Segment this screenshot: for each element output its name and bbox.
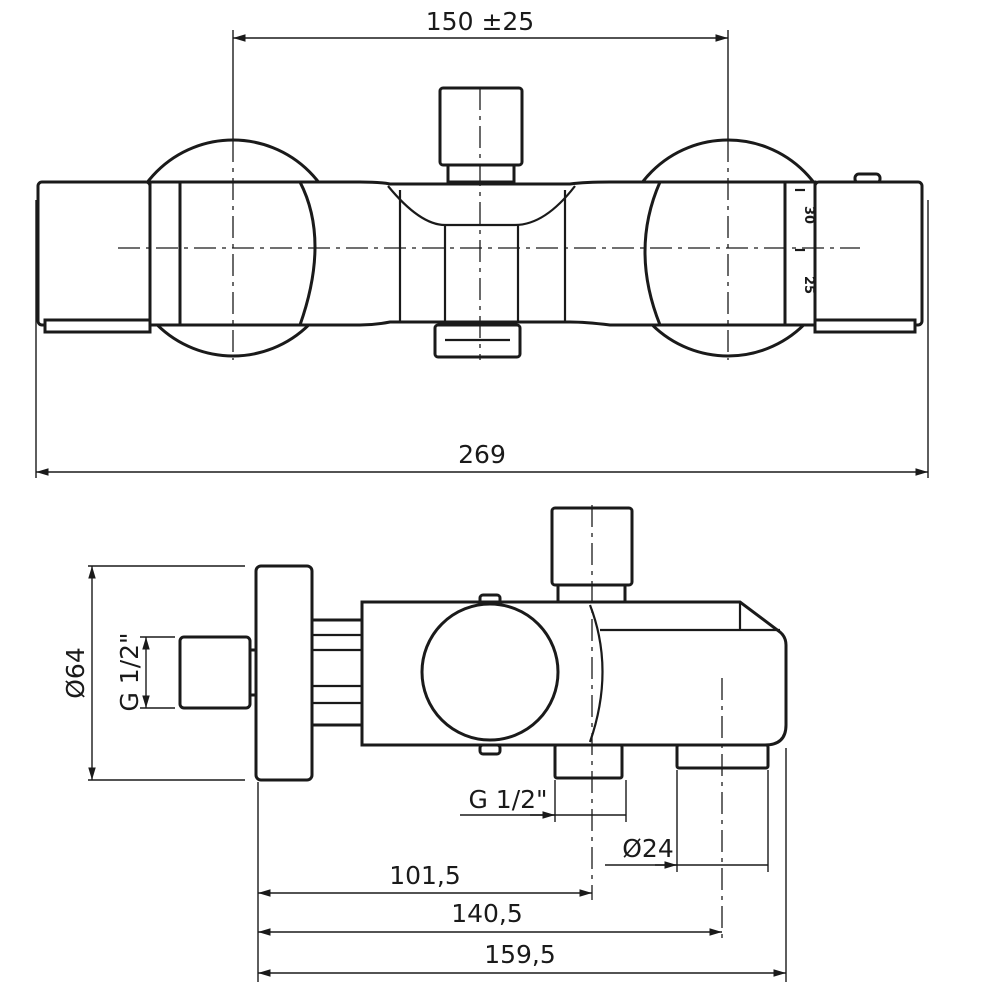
knob-nub [478,743,502,756]
dim-b-label: 140,5 [451,899,523,928]
scale-mark-25: 25 [801,276,816,294]
dim-inlet-label: G 1/2" [115,632,144,711]
thermostat-handle [813,180,924,327]
inlet-thread [178,635,252,710]
connection-nut [310,618,364,727]
bottom-outlet [553,743,624,780]
body-curve [588,604,604,743]
left-body-curve [178,180,317,327]
temperature-scale-band [783,180,817,327]
dim-outlet-thread-label: G 1/2" [468,785,547,814]
wall-flange [254,564,314,782]
dim-flange-label: Ø64 [61,647,90,699]
right-cap-base [813,318,917,334]
top-outlet [438,86,524,167]
left-collar [148,180,182,327]
scale-mark-30: 30 [801,206,816,224]
dim-c-label: 159,5 [484,940,556,969]
dim-outlet-diameter-label: Ø24 [622,834,674,863]
right-body-curve [643,180,787,327]
dim-a-label: 101,5 [389,861,461,890]
top-outlet-neck [446,163,516,184]
side-view: Ø64 G 1/2" G 1/2" Ø24 101,5 140,5 159,5 [61,505,788,982]
dim-centers-label: 150 ±25 [426,7,534,36]
top-view: 150 ±25 30 25 269 [35,7,929,478]
left-cap-base [43,318,152,334]
dim-overall-label: 269 [458,440,506,469]
body-recess [387,185,576,227]
left-cap [36,180,152,327]
diverter-knob [420,602,560,742]
